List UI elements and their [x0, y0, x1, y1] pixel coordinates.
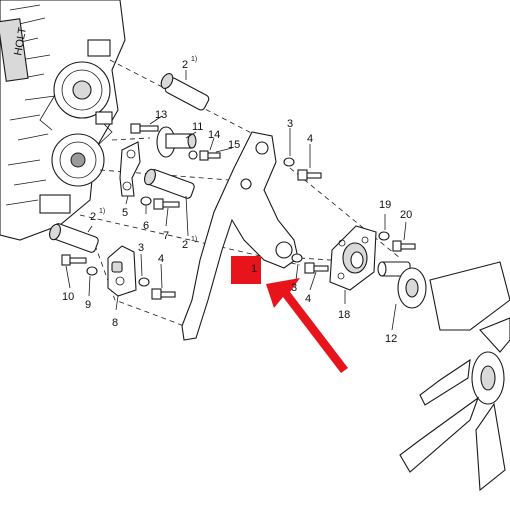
callout-7: 7: [163, 230, 169, 242]
callout-2-middle: 2: [182, 239, 188, 251]
callout-4-top: 4: [307, 133, 313, 145]
washer-part-3-right: [291, 253, 303, 263]
spacer-part-2-middle: [144, 168, 195, 199]
bolt-part-15: [188, 150, 221, 161]
callout-9: 9: [85, 299, 91, 311]
fan-shaft-part-12: [377, 261, 427, 309]
callout-2-left-note: 1): [99, 208, 105, 215]
callout-20: 20: [400, 209, 412, 221]
clamp-part-8: [107, 245, 137, 297]
callout-2-middle-note: 1): [191, 236, 197, 243]
main-bracket-part-1: [181, 131, 299, 341]
callout-4-right: 4: [305, 293, 311, 305]
fan-assembly: [399, 261, 510, 492]
part-1-highlight: [231, 256, 261, 284]
callout-2-left: 2: [90, 211, 96, 223]
callout-14: 14: [208, 129, 220, 141]
washer-part-3-top: [283, 157, 295, 167]
callout-5: 5: [122, 207, 128, 219]
callout-3-right: 3: [291, 282, 297, 294]
callout-1: 1: [251, 263, 257, 275]
callout-6: 6: [143, 220, 149, 232]
bearing-housing-part-18: [329, 225, 377, 291]
bolt-part-4-top: [297, 169, 322, 181]
callout-18: 18: [338, 309, 350, 321]
bolt-part-7: [153, 198, 180, 210]
washer-part-3-left: [138, 277, 150, 287]
spacer-part-2-left: [49, 223, 99, 253]
callout-15: 15: [228, 139, 240, 151]
bolt-part-10: [61, 254, 87, 266]
callout-2-top-note: 1): [191, 56, 197, 63]
callout-13: 13: [155, 109, 167, 121]
bolt-part-4-left: [151, 288, 176, 300]
svg-text:HOLT: HOLT: [12, 26, 29, 56]
spacer-part-2-top: [160, 73, 210, 111]
callout-3-top: 3: [287, 118, 293, 130]
callout-8: 8: [112, 317, 118, 329]
callout-10: 10: [62, 291, 74, 303]
callout-12: 12: [385, 333, 397, 345]
washer-part-9: [86, 266, 98, 276]
callout-19: 19: [379, 199, 391, 211]
bolt-part-13: [130, 123, 159, 134]
callout-11: 11: [192, 121, 203, 133]
callout-2-top: 2: [182, 59, 188, 71]
washer-part-6: [140, 196, 152, 206]
engine-block: HOLT: [0, 0, 126, 241]
callout-labels: 1 2 1) 2 1) 2 1) 3 3 3 4 4 4 5 6 7 8 9 1…: [62, 56, 412, 345]
callout-3-left: 3: [138, 242, 144, 254]
bolt-part-4-right: [304, 262, 329, 274]
leader-lines: [65, 70, 407, 331]
washer-part-19: [378, 231, 390, 241]
pointer-arrow-icon: [266, 278, 348, 373]
callout-4-left: 4: [158, 253, 164, 265]
bolt-part-20: [392, 240, 416, 252]
